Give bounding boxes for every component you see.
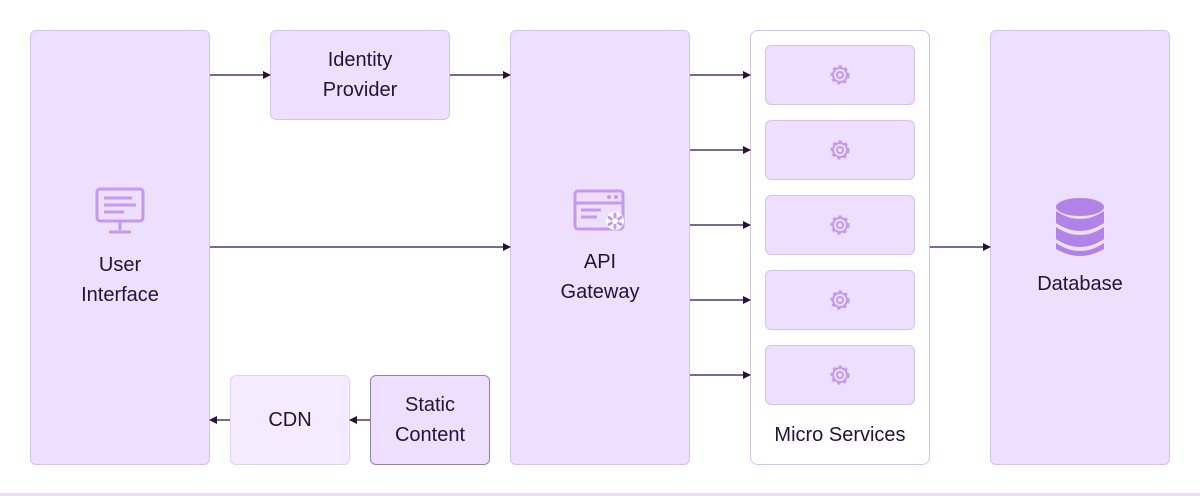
static-content-label: Static Content — [394, 394, 466, 446]
gear-icon — [830, 215, 850, 235]
database-node: Database — [990, 30, 1170, 465]
gear-icon — [830, 65, 850, 85]
api-gateway-label: API Gateway — [560, 250, 640, 303]
micro-services-container: Micro Services — [750, 30, 930, 465]
browser-settings-icon — [573, 189, 625, 230]
database-label: Database — [1037, 272, 1123, 295]
database-icon — [1056, 197, 1104, 256]
micro-service-2 — [765, 120, 915, 180]
micro-service-1 — [765, 45, 915, 105]
identity-provider-label: Identity Provider — [322, 49, 398, 101]
gear-icon — [830, 290, 850, 310]
gear-icon — [830, 140, 850, 160]
static-content-node: Static Content — [370, 375, 490, 465]
bottom-rule — [0, 493, 1200, 496]
micro-services-label: Micro Services — [774, 424, 906, 446]
identity-provider-node: Identity Provider — [270, 30, 450, 120]
user-interface-label: User Interface — [81, 253, 159, 306]
monitor-icon — [95, 187, 145, 233]
micro-service-4 — [765, 270, 915, 330]
user-interface-node: User Interface — [30, 30, 210, 465]
cdn-label: CDN — [268, 409, 312, 431]
gear-icon — [830, 365, 850, 385]
cdn-node: CDN — [230, 375, 350, 465]
micro-service-5 — [765, 345, 915, 405]
micro-service-3 — [765, 195, 915, 255]
